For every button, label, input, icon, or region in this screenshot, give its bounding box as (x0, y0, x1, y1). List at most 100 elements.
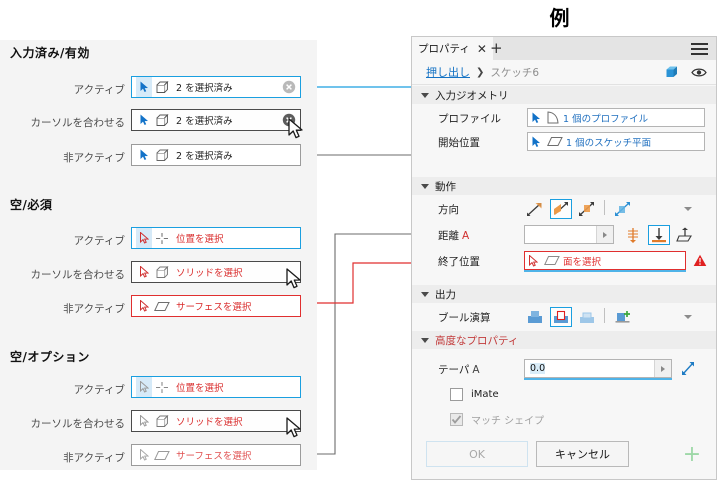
row-label-2-3: 非アクティブ (63, 303, 125, 315)
group-title: 出力 (435, 288, 456, 301)
cursor-arrow-icon (532, 136, 541, 148)
page-title: 例 (549, 6, 571, 30)
cursor-arrow-icon (136, 377, 152, 397)
section-heading-3: 空/オプション (10, 350, 90, 364)
add-tab-icon[interactable]: + (490, 39, 503, 57)
select-field-empty-required-active[interactable]: 位置を選択 (131, 227, 301, 249)
plane-icon (152, 301, 172, 312)
clear-icon[interactable] (282, 113, 296, 127)
direction-flip-icon[interactable] (550, 199, 572, 219)
row-end-position: 終了位置 面を選択 (412, 249, 716, 273)
chevron-down-icon (421, 337, 429, 343)
point-icon (152, 381, 172, 394)
cursor-arrow-icon (136, 411, 152, 431)
field-start-position[interactable]: 1 個のスケッチ平面 (527, 132, 705, 151)
chevron-down-icon (421, 92, 429, 98)
cursor-arrow-icon (529, 254, 538, 267)
select-field-entered-hover[interactable]: 2 を選択済み (131, 109, 301, 131)
breadcrumb-current-sketch: スケッチ6 (490, 66, 540, 79)
input-distance[interactable] (524, 225, 614, 244)
cube-icon[interactable] (665, 65, 680, 80)
taper-dropdown-icon[interactable] (654, 360, 671, 377)
input-taper-value: 0.0 (530, 363, 546, 374)
select-field-text: ソリッドを選択 (176, 417, 243, 428)
cut-icon[interactable] (550, 307, 572, 327)
box-icon (152, 148, 172, 162)
row-label-1-1: アクティブ (73, 84, 125, 96)
point-icon (152, 232, 172, 245)
select-field-empty-optional-active[interactable]: 位置を選択 (131, 376, 301, 398)
row-label-2-1: アクティブ (73, 235, 125, 247)
row-label-3-2: カーソルを合わせる (30, 418, 126, 430)
intersect-icon[interactable] (576, 307, 598, 327)
checkbox-label: iMate (471, 389, 499, 400)
join-icon[interactable] (524, 307, 546, 327)
select-field-empty-required-hover[interactable]: ソリッドを選択 (131, 261, 301, 283)
field-focus-underline (524, 378, 672, 380)
select-field-empty-optional-inactive[interactable]: サーフェスを選択 (131, 444, 301, 466)
tab-properties[interactable]: プロパティ ✕ (412, 37, 493, 60)
select-field-text: 2 を選択済み (176, 116, 233, 127)
hamburger-icon[interactable] (691, 43, 708, 58)
checkbox-box[interactable] (450, 413, 463, 426)
cursor-arrow-icon (532, 112, 541, 124)
close-icon[interactable]: ✕ (476, 41, 487, 56)
group-title: 動作 (435, 180, 456, 193)
plane-icon (544, 255, 560, 266)
select-field-empty-optional-hover[interactable]: ソリッドを選択 (131, 410, 301, 432)
label-start-position: 開始位置 (438, 137, 480, 149)
label-boolean: ブール演算 (438, 312, 491, 324)
select-field-entered-active[interactable]: 2 を選択済み (131, 76, 301, 98)
group-header-output[interactable]: 出力 (412, 285, 716, 303)
group-header-advanced[interactable]: 高度なプロパティ (412, 331, 716, 349)
field-end-position[interactable]: 面を選択 (524, 251, 686, 270)
chevron-down-icon[interactable] (684, 207, 692, 211)
cancel-button[interactable]: キャンセル (536, 441, 629, 467)
section-heading-2: 空/必須 (10, 198, 53, 212)
select-field-empty-required-inactive[interactable]: サーフェスを選択 (131, 295, 301, 317)
field-start-position-text: 1 個のスケッチ平面 (566, 137, 652, 149)
group-header-input-geometry[interactable]: 入力ジオメトリ (412, 86, 716, 104)
checkbox-match-shape[interactable]: マッチ シェイプ (450, 412, 544, 427)
select-field-text: 2 を選択済み (176, 151, 233, 162)
extent-through-icon[interactable] (674, 225, 696, 245)
cursor-arrow-icon (136, 145, 152, 165)
select-field-entered-inactive[interactable]: 2 を選択済み (131, 144, 301, 166)
section-heading-1: 入力済み/有効 (10, 46, 90, 60)
extent-to-icon[interactable] (648, 225, 670, 245)
row-boolean: ブール演算 (412, 305, 716, 329)
add-button[interactable]: + (682, 442, 702, 467)
row-label-1-2: カーソルを合わせる (30, 117, 126, 129)
clear-icon[interactable] (282, 80, 296, 94)
row-label-1-3: 非アクティブ (63, 152, 125, 164)
field-end-position-text: 面を選択 (563, 256, 602, 268)
direction-default-icon[interactable] (524, 199, 546, 219)
chevron-down-icon[interactable] (684, 315, 692, 319)
ok-button[interactable]: OK (426, 441, 528, 467)
checkbox-box[interactable] (450, 388, 463, 401)
extent-to-next-icon[interactable] (622, 225, 644, 245)
tab-bar: プロパティ ✕ + (412, 37, 716, 61)
select-field-text: 2 を選択済み (176, 83, 233, 94)
direction-symmetric-icon[interactable] (576, 199, 598, 219)
select-field-text: サーフェスを選択 (176, 302, 252, 313)
breadcrumb-link-extrude[interactable]: 押し出し (426, 66, 470, 79)
new-solid-icon[interactable] (612, 307, 634, 327)
properties-panel: プロパティ ✕ + 押し出し ❯ スケッチ6 入力ジオメトリ プロファイル (411, 36, 717, 480)
direction-asymmetric-icon[interactable] (612, 199, 634, 219)
cursor-arrow-icon (136, 262, 152, 282)
row-label-2-2: カーソルを合わせる (30, 269, 126, 281)
cursor-arrow-icon (136, 77, 152, 97)
row-start-position: 開始位置 1 個のスケッチ平面 (412, 130, 716, 154)
cursor-arrow-icon (136, 228, 152, 248)
field-profile[interactable]: 1 個のプロファイル (527, 108, 705, 127)
eye-icon[interactable] (691, 67, 707, 78)
checkbox-imate[interactable]: iMate (450, 388, 499, 401)
group-header-behavior[interactable]: 動作 (412, 177, 716, 195)
distance-dropdown-icon[interactable] (596, 226, 613, 243)
edit-arrow-icon[interactable] (680, 360, 696, 380)
input-taper[interactable]: 0.0 (524, 359, 672, 378)
